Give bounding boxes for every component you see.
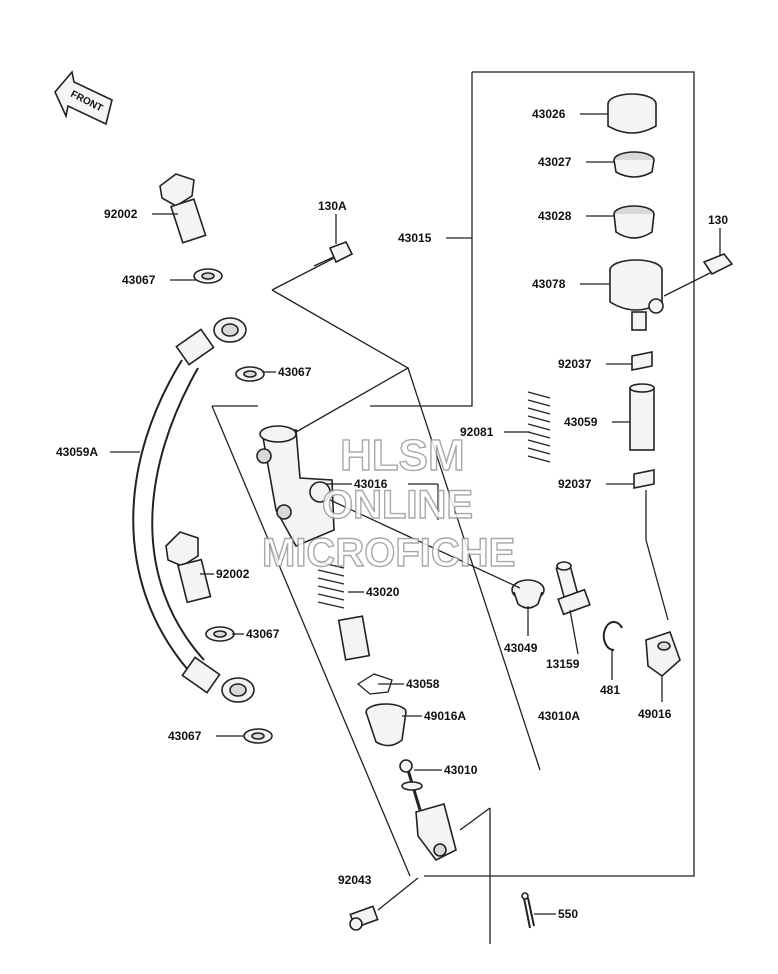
reservoir-body — [609, 259, 664, 331]
clamp-92037-bottom — [633, 469, 655, 489]
label-43015: 43015 — [398, 231, 432, 245]
reservoir-plate — [613, 151, 655, 178]
assembly-frame-lines — [211, 71, 695, 944]
label-43027: 43027 — [538, 155, 572, 169]
label-43058: 43058 — [406, 677, 440, 691]
label-481: 481 — [600, 683, 620, 697]
label-130A: 130A — [318, 199, 347, 213]
snap-ring-481 — [602, 621, 623, 652]
reservoir-bolt-130 — [663, 253, 734, 297]
label-43016: 43016 — [354, 477, 388, 491]
label-43059A: 43059A — [56, 445, 98, 459]
front-arrow-icon: FRONT — [54, 70, 113, 126]
hose-joint-49016 — [645, 630, 681, 678]
leader-lines — [110, 113, 721, 915]
label-43020: 43020 — [366, 585, 400, 599]
label-92002-top: 92002 — [104, 207, 138, 221]
label-43078: 43078 — [532, 277, 566, 291]
label-92081: 92081 — [460, 425, 494, 439]
label-130: 130 — [708, 213, 728, 227]
watermark: HLSM ONLINE MICROFICHE — [261, 430, 516, 575]
watermark-line-3: MICROFICHE — [262, 531, 515, 575]
grommet-43049 — [511, 579, 545, 609]
reservoir-diaphragm — [613, 205, 655, 239]
label-13159: 13159 — [546, 657, 580, 671]
washer-43067-bottom — [243, 728, 273, 744]
washer-43067-lower — [205, 626, 235, 642]
label-550: 550 — [558, 907, 578, 921]
label-92037-bottom: 92037 — [558, 477, 592, 491]
master-cylinder-body-43016 — [256, 425, 335, 548]
circlip-43058 — [356, 673, 393, 695]
label-43028: 43028 — [538, 209, 572, 223]
washer-43067-mid — [235, 366, 265, 382]
label-43067-top: 43067 — [122, 273, 156, 287]
label-43049: 43049 — [504, 641, 538, 655]
watermark-line-1: HLSM — [340, 431, 465, 480]
clamp-92037-top — [631, 351, 653, 371]
label-43067-bottom: 43067 — [168, 729, 202, 743]
cotter-pin-550 — [521, 892, 535, 929]
reservoir-hose-43059 — [629, 383, 655, 451]
piston-spring-43020 — [317, 561, 371, 661]
banjo-bolt-92002-bottom — [165, 531, 212, 604]
brake-hose-43059A — [132, 317, 255, 703]
label-49016: 49016 — [638, 707, 672, 721]
label-43010: 43010 — [444, 763, 478, 777]
label-92002-bottom: 92002 — [216, 567, 250, 581]
label-43059: 43059 — [564, 415, 598, 429]
label-49016A: 49016A — [424, 709, 466, 723]
fitting-13159 — [555, 561, 591, 616]
watermark-line-2: ONLINE — [322, 483, 473, 527]
part-labels: 43026 43027 43028 43078 130 130A 43015 9… — [56, 107, 728, 921]
label-92043: 92043 — [338, 873, 372, 887]
spring-92081 — [527, 391, 551, 463]
label-92037-top: 92037 — [558, 357, 592, 371]
reservoir-cap — [607, 93, 657, 134]
washer-43067-top — [193, 268, 223, 284]
label-43010A: 43010A — [538, 709, 580, 723]
label-43067-lower: 43067 — [246, 627, 280, 641]
label-43026: 43026 — [532, 107, 566, 121]
label-43067-mid: 43067 — [278, 365, 312, 379]
pin-92043 — [349, 905, 379, 931]
bolt-130A — [313, 240, 354, 267]
push-rod-43010 — [399, 759, 457, 862]
boot-49016A — [365, 703, 407, 747]
banjo-bolt-92002-top — [159, 173, 207, 244]
